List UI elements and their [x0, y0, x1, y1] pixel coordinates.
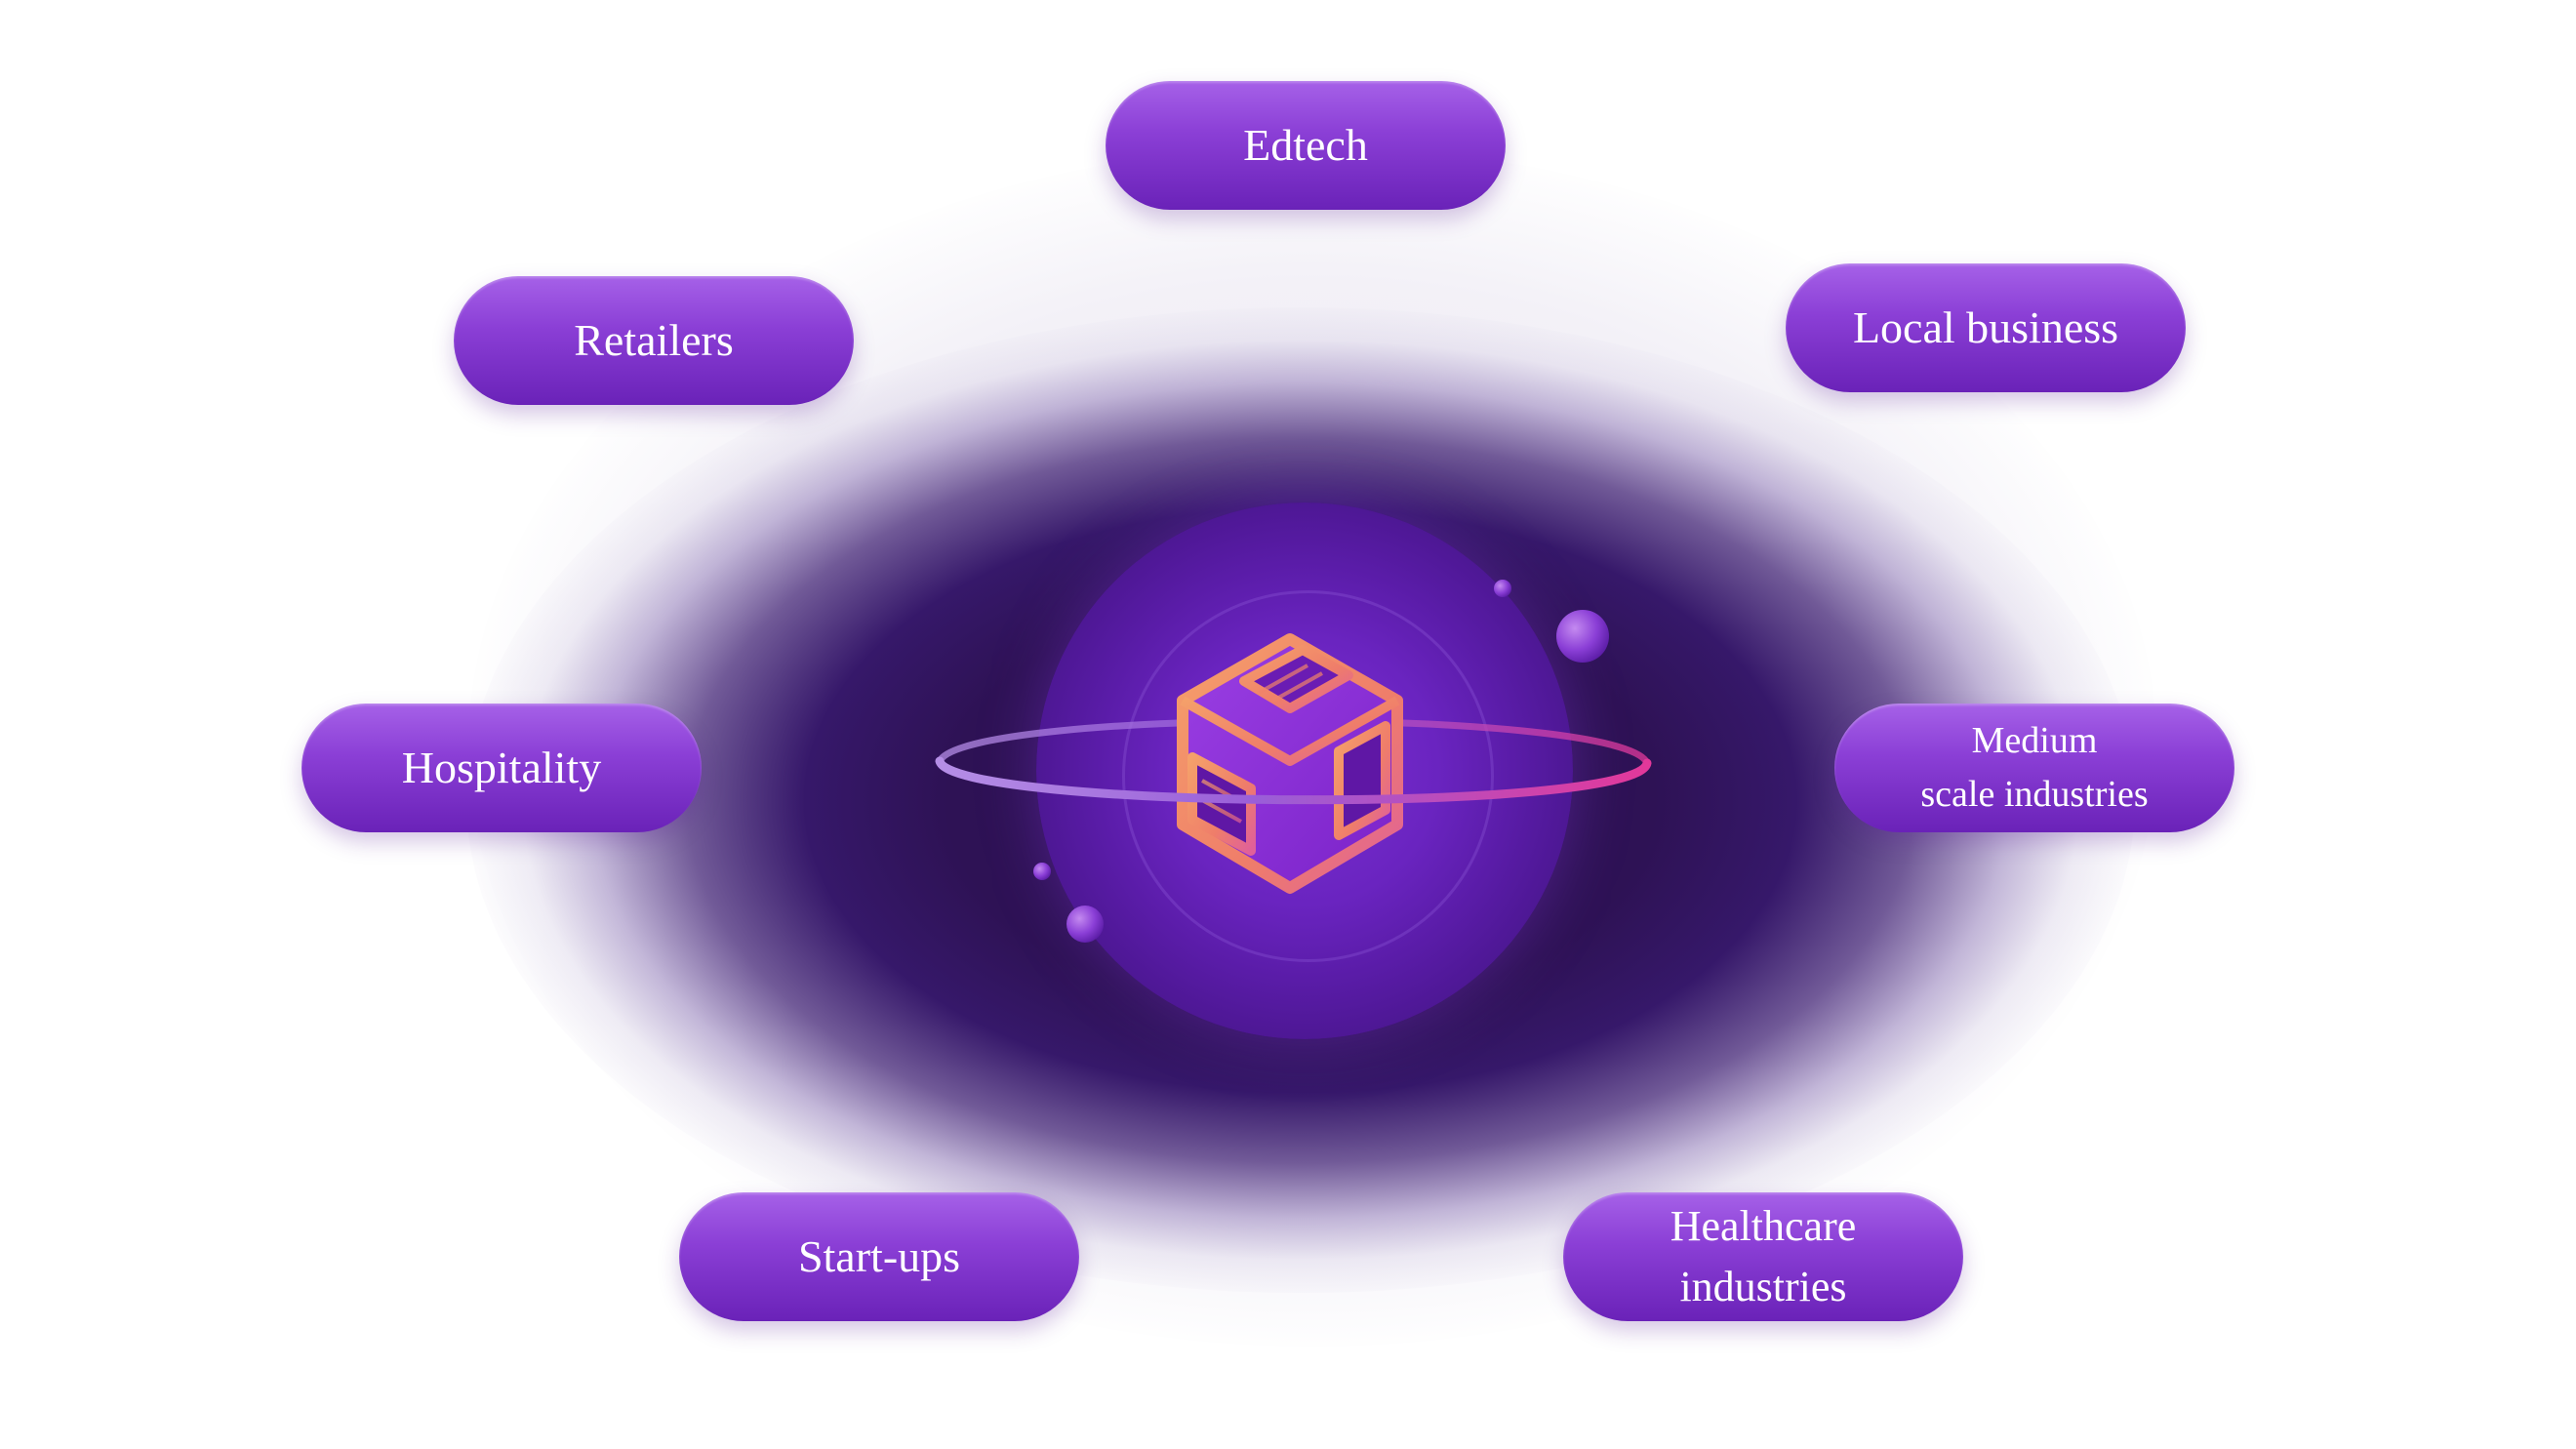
- node-healthcare-industries[interactable]: Healthcare industries: [1563, 1192, 1963, 1321]
- node-medium-scale-industries[interactable]: Medium scale industries: [1834, 704, 2234, 832]
- sphere-tiny-left: [1033, 863, 1051, 880]
- node-label: Medium scale industries: [1920, 719, 2149, 815]
- sphere-medium: [1067, 906, 1104, 943]
- node-start-ups[interactable]: Start-ups: [679, 1192, 1079, 1321]
- sphere-tiny-top: [1494, 580, 1511, 597]
- node-label: Retailers: [574, 315, 734, 366]
- node-label: Healthcare industries: [1670, 1202, 1857, 1310]
- node-label: Hospitality: [401, 743, 602, 793]
- node-hospitality[interactable]: Hospitality: [302, 704, 702, 832]
- node-local-business[interactable]: Local business: [1786, 263, 2186, 392]
- node-label: Edtech: [1243, 120, 1368, 171]
- box-cube-logo-icon: [1177, 633, 1403, 894]
- node-edtech[interactable]: Edtech: [1106, 81, 1506, 210]
- orbit-ring-front: [935, 756, 1652, 805]
- sphere-large: [1556, 610, 1609, 663]
- node-label: Local business: [1852, 302, 2119, 353]
- node-label: Start-ups: [797, 1231, 961, 1282]
- node-retailers[interactable]: Retailers: [454, 276, 854, 405]
- center-core-inner-ring: [1122, 590, 1494, 962]
